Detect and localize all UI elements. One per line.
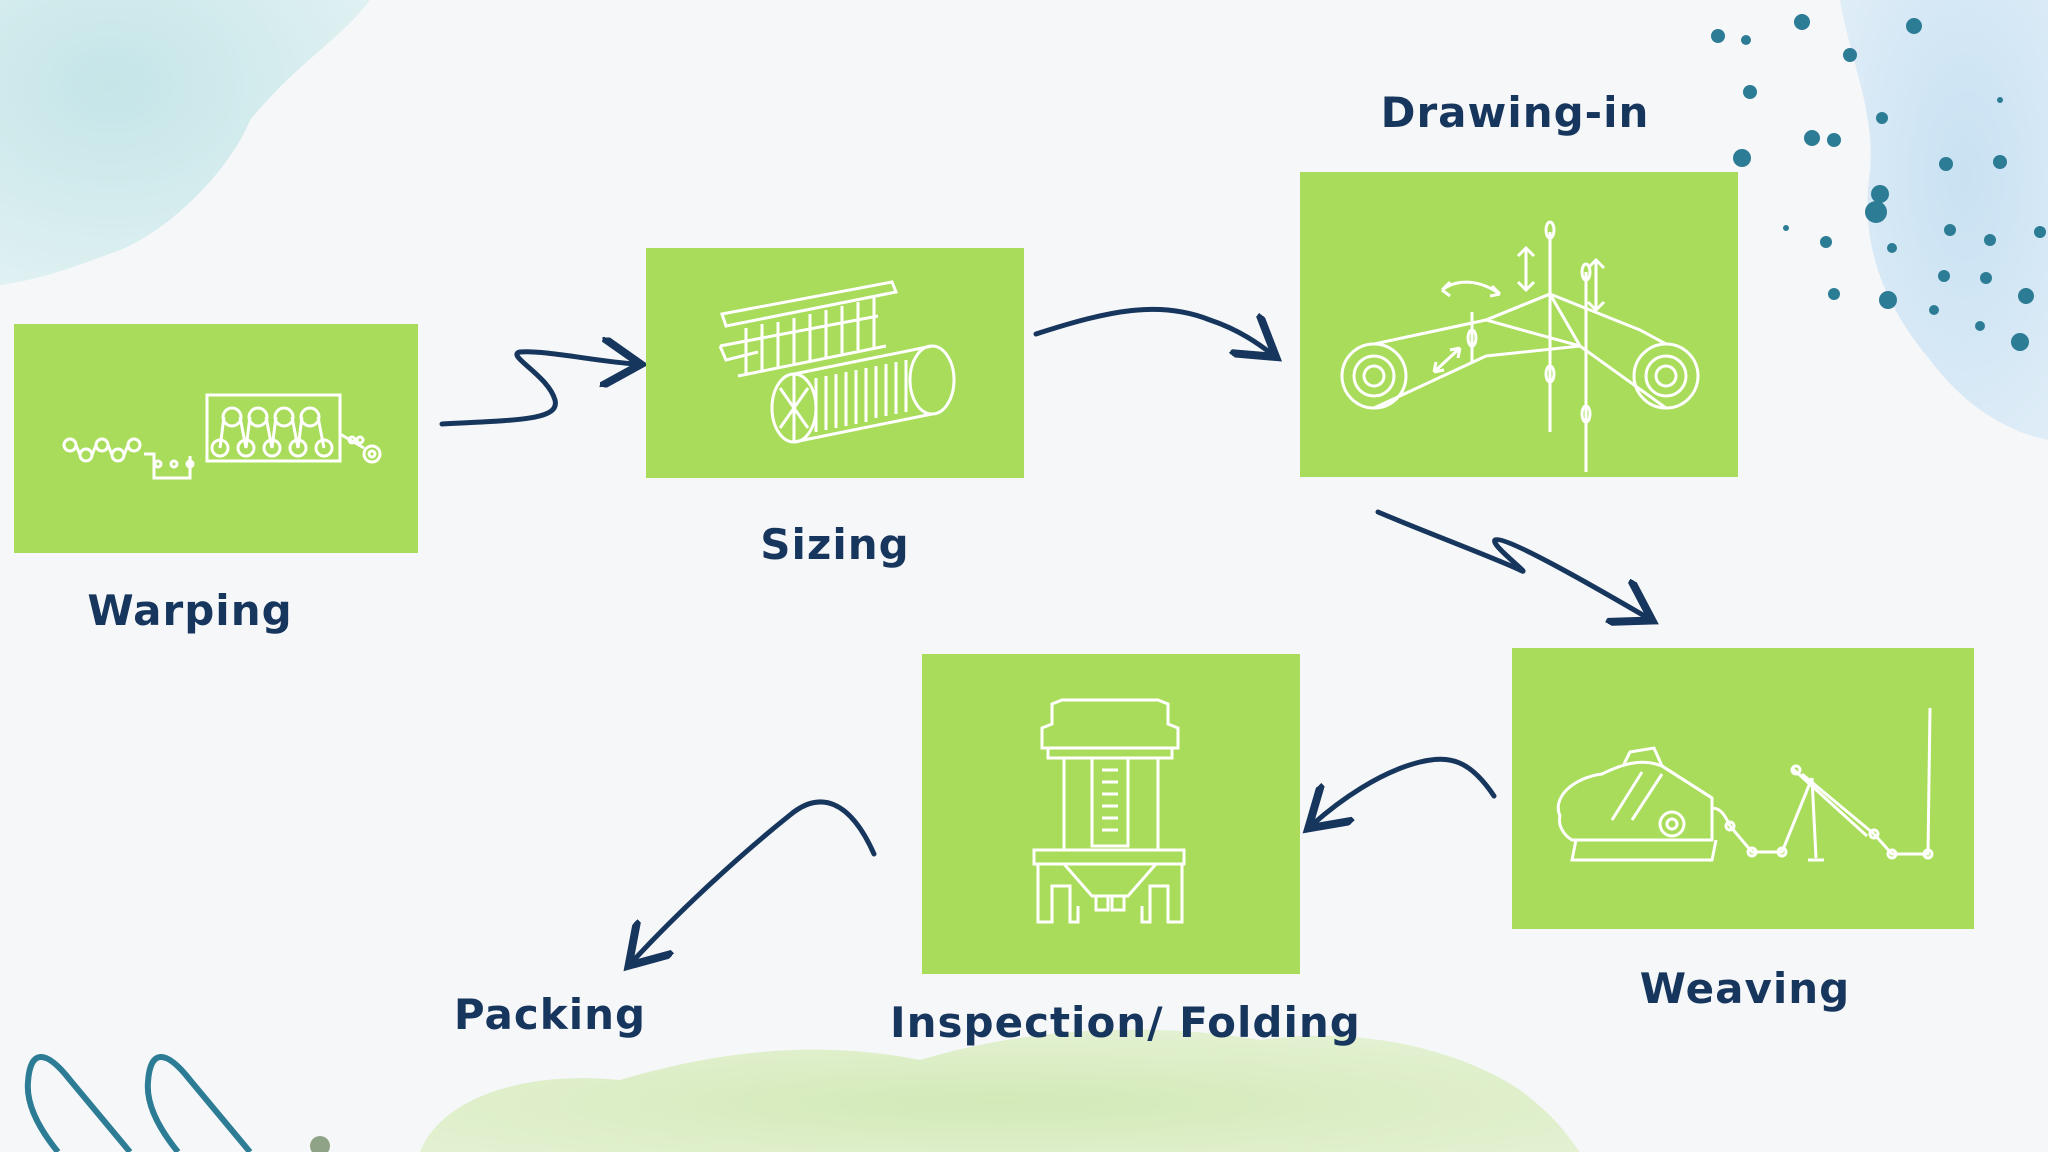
dot-pattern — [1711, 14, 2046, 351]
step-box-drawing-in — [1300, 172, 1738, 477]
step-box-weaving — [1512, 648, 1974, 929]
warping-machine-icon — [62, 393, 382, 480]
step-label-packing: Packing — [453, 990, 647, 1039]
drawing-in-icon — [1340, 220, 1700, 472]
folding-press-icon — [1032, 698, 1186, 924]
wash-top-right — [1840, 0, 2048, 440]
sizing-machine-icon — [718, 280, 956, 444]
step-label-weaving: Weaving — [1639, 964, 1851, 1013]
step-label-warping: Warping — [87, 586, 293, 635]
step-label-drawing-in: Drawing-in — [1380, 88, 1650, 137]
wash-top-left — [0, 0, 370, 285]
step-label-sizing: Sizing — [760, 520, 910, 569]
step-box-warping — [14, 324, 418, 553]
loop-decoration — [24, 1054, 253, 1152]
step-box-sizing — [646, 248, 1024, 478]
wash-bottom — [420, 1029, 1580, 1152]
step-box-inspection-folding — [922, 654, 1300, 974]
step-label-inspection-folding: Inspection/ Folding — [890, 998, 1361, 1047]
weaving-loom-icon — [1556, 707, 1934, 862]
